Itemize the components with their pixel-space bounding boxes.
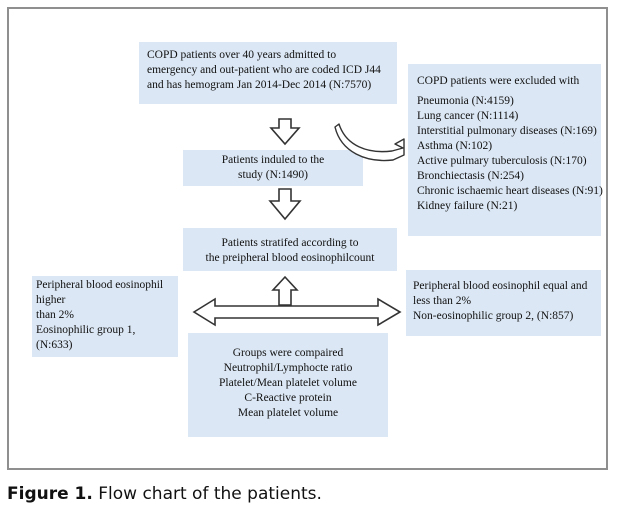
compared-line: C-Reactive protein <box>244 392 332 404</box>
admitted-line: emergency and out-patient who are coded … <box>147 64 381 76</box>
admitted-patients-box: COPD patients over 40 years admitted to … <box>139 42 397 104</box>
double-arrow-icon <box>192 297 402 327</box>
included-line: Patients induled to the <box>221 154 325 166</box>
down-arrow-icon <box>269 118 301 146</box>
group1-line: (N:633) <box>36 339 73 351</box>
excluded-item: Active pulmary tuberculosis (N:170) <box>417 155 587 167</box>
admitted-line: and has hemogram Jan 2014-Dec 2014 (N:75… <box>147 79 372 91</box>
compared-line: Platelet/Mean platelet volume <box>219 377 357 389</box>
included-patients-box: Patients induled to the study (N:1490) <box>183 150 363 186</box>
excluded-item: Kidney failure (N:21) <box>417 200 518 212</box>
curved-arrow-icon <box>334 123 405 162</box>
up-arrow-icon <box>271 275 299 306</box>
stratified-box: Patients stratifed according to the prei… <box>183 228 397 271</box>
group2-line: less than 2% <box>413 295 472 307</box>
group1-line: Peripheral blood eosinophil <box>36 279 164 291</box>
compared-line: Mean platelet volume <box>237 407 339 419</box>
eosinophilic-group-1-box: Peripheral blood eosinophil higher than … <box>32 276 178 357</box>
excluded-header: COPD patients were excluded with <box>417 75 580 87</box>
compared-line: Groups were compaired <box>232 347 344 359</box>
compared-line: Neutrophil/Lymphocte ratio <box>223 362 353 374</box>
down-arrow-icon <box>268 188 302 221</box>
non-eosinophilic-group-2-box: Peripheral blood eosinophil equal and le… <box>406 270 601 336</box>
excluded-item: Interstitial pulmonary diseases (N:169) <box>417 125 597 137</box>
excluded-item: Lung cancer (N:1114) <box>417 110 519 122</box>
excluded-patients-box: COPD patients were excluded with Pneumon… <box>408 64 603 236</box>
admitted-line: COPD patients over 40 years admitted to <box>147 49 337 61</box>
excluded-item: Pneumonia (N:4159) <box>417 95 514 107</box>
excluded-item: Chronic ischaemic heart diseases (N:91) <box>417 185 603 197</box>
stratified-line: the preipheral blood eosinophilcount <box>205 252 375 264</box>
group1-line: Eosinophilic group 1, <box>36 324 136 336</box>
caption-label: Figure 1. <box>7 484 93 504</box>
group2-line: Non-eosinophilic group 2, (N:857) <box>413 310 574 322</box>
figure-caption: Figure 1. Flow chart of the patients. <box>7 484 322 504</box>
excluded-item: Asthma (N:102) <box>417 140 493 152</box>
group1-line: higher <box>36 294 66 306</box>
included-line: study (N:1490) <box>238 169 308 181</box>
group1-line: than 2% <box>36 309 75 321</box>
groups-compared-box: Groups were compaired Neutrophil/Lymphoc… <box>188 333 388 437</box>
excluded-item: Bronchiectasis (N:254) <box>417 170 524 182</box>
caption-text: Flow chart of the patients. <box>98 484 322 504</box>
group2-line: Peripheral blood eosinophil equal and <box>413 280 588 292</box>
stratified-line: Patients stratifed according to <box>221 237 359 249</box>
